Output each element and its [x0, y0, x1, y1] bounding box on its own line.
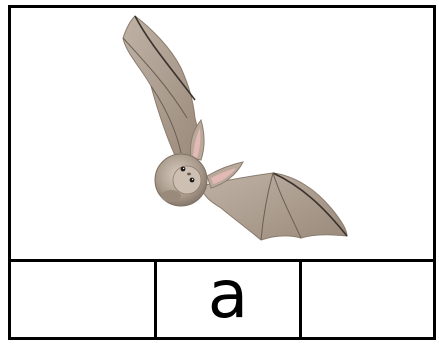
letter-box-2[interactable]: a	[157, 255, 302, 337]
picture-panel	[11, 8, 433, 262]
letter-box-1[interactable]	[11, 262, 157, 337]
letter-box-2-text: a	[207, 255, 249, 333]
word-card: a	[8, 5, 436, 340]
letter-box-3[interactable]	[302, 262, 433, 337]
letter-row: a	[11, 255, 433, 337]
bat-icon	[122, 15, 348, 241]
